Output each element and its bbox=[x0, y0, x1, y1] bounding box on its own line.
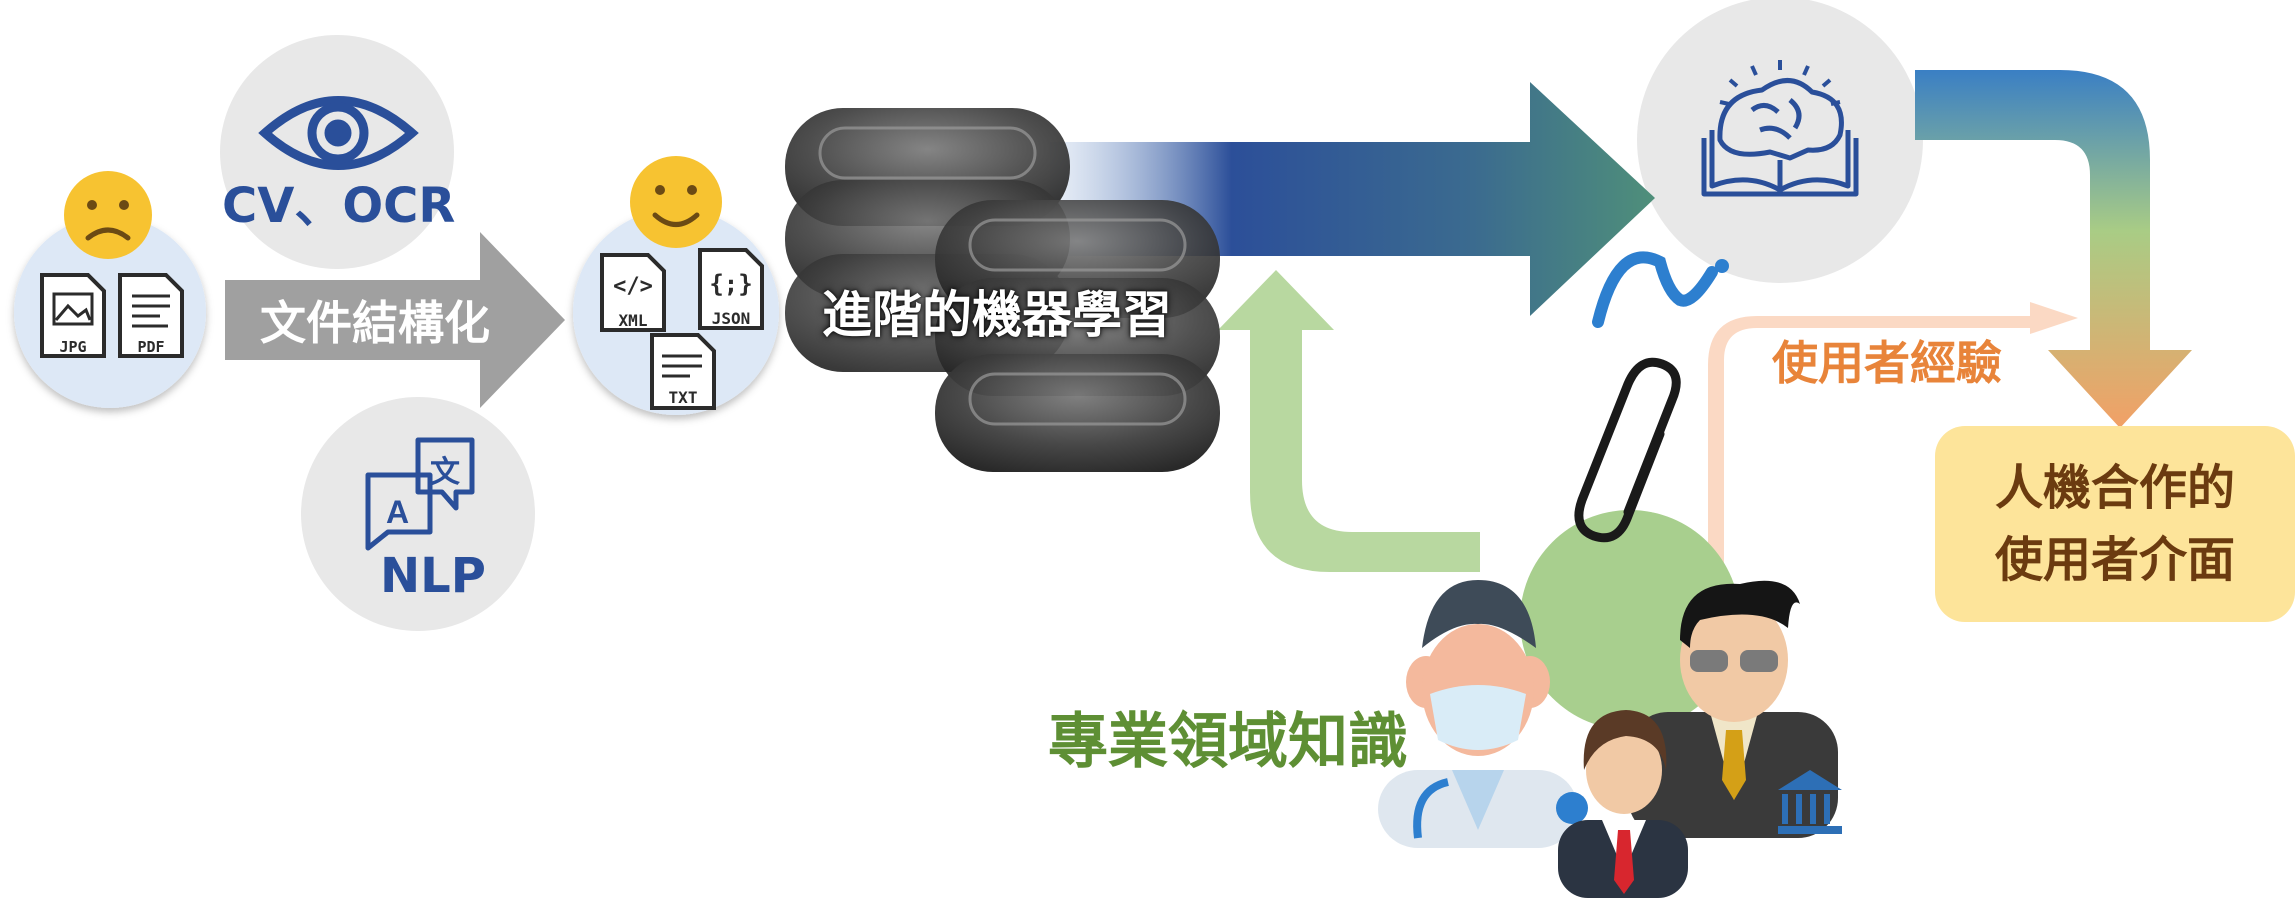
brain-book-icon bbox=[1701, 60, 1859, 197]
pdf-file-icon bbox=[118, 273, 184, 358]
pdf-label: PDF bbox=[137, 338, 164, 356]
translate-glyph-b: 文 bbox=[430, 455, 460, 490]
json-file-icon bbox=[698, 248, 764, 330]
smile-face-icon bbox=[630, 156, 722, 248]
hci-box: 人機合作的 使用者介面 bbox=[1935, 426, 2295, 622]
feedback-arrow bbox=[1218, 270, 1480, 572]
to-hci-arrow bbox=[1915, 70, 2192, 428]
brand-logo-icon bbox=[1592, 251, 1729, 328]
eye-icon bbox=[258, 96, 419, 170]
jpg-label: JPG bbox=[59, 338, 86, 356]
cv-ocr-label: CV、OCR bbox=[222, 178, 456, 234]
raw-files-circle bbox=[14, 216, 206, 408]
txt-file-icon bbox=[650, 333, 716, 410]
hci-line-1: 人機合作的 bbox=[1994, 460, 2235, 516]
ml-output-arrow bbox=[1050, 82, 1655, 316]
cv-ocr-circle bbox=[220, 35, 454, 269]
doctor-icon bbox=[1378, 580, 1588, 848]
json-glyph: {;} bbox=[709, 270, 752, 298]
xml-label: XML bbox=[619, 311, 648, 330]
xml-file-icon bbox=[600, 253, 666, 332]
jpg-file-icon bbox=[40, 273, 106, 358]
translate-icon bbox=[365, 437, 475, 551]
ml-label: 進階的機器學習 bbox=[822, 286, 1172, 344]
nlp-circle bbox=[301, 397, 535, 631]
bank-icon bbox=[1778, 770, 1842, 834]
nlp-label: NLP bbox=[380, 548, 486, 604]
json-label: JSON bbox=[712, 309, 751, 328]
brain-circle bbox=[1637, 0, 1923, 283]
xml-glyph: </> bbox=[613, 274, 653, 299]
structuring-arrow bbox=[225, 232, 565, 408]
hci-line-2: 使用者介面 bbox=[1994, 532, 2235, 588]
translate-glyph-a: A bbox=[386, 494, 409, 530]
ml-stack-icon bbox=[785, 108, 1220, 472]
paperclip-icon bbox=[1574, 357, 1681, 543]
structuring-label: 文件結構化 bbox=[260, 296, 490, 350]
businessman-icon bbox=[1558, 710, 1688, 898]
ux-label: 使用者經驗 bbox=[1772, 336, 2002, 390]
txt-label: TXT bbox=[669, 388, 698, 407]
officer-icon bbox=[1628, 580, 1842, 838]
domain-knowledge-label: 專業領域知識 bbox=[1048, 707, 1408, 777]
sad-face-icon bbox=[64, 171, 152, 259]
